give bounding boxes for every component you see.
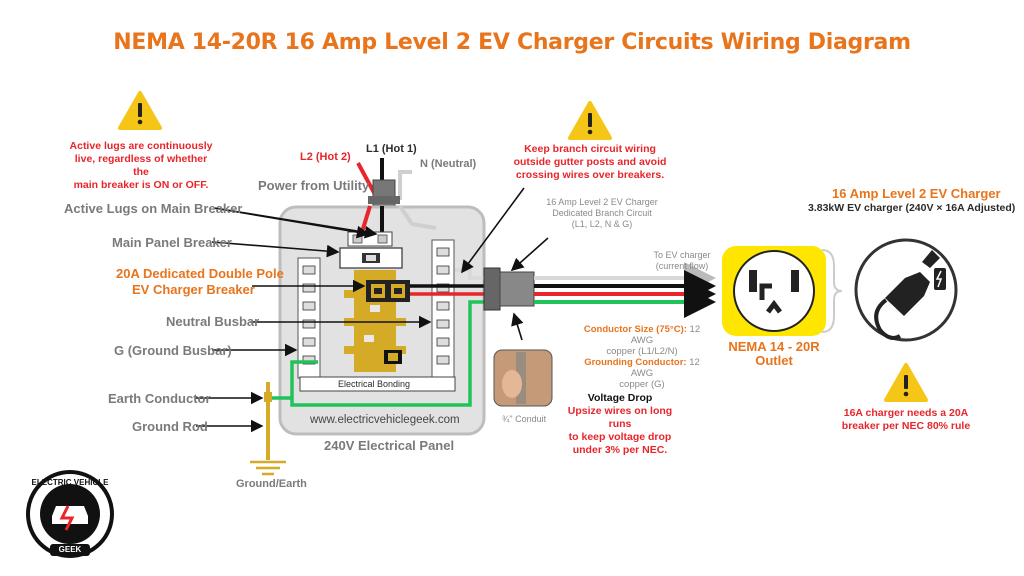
conduit-label: ¾" Conduit [501,414,547,424]
charger-title: 16 Amp Level 2 EV Charger [832,186,1001,201]
l1-hot-label: L1 (Hot 1) [366,143,417,155]
website-label: www.electricvehiclegeek.com [310,414,460,426]
warning-icon-left [118,91,162,130]
electric-vehicle-geek-logo [26,470,114,558]
conductor-size-label: Conductor Size (75°C): 12 AWG copper (L1… [583,324,701,390]
active-lugs-label: Active Lugs on Main Breaker [64,201,243,216]
main-panel-breaker-label: Main Panel Breaker [112,235,232,250]
ground-earth-label: Ground/Earth [236,478,307,490]
electrical-bonding-label: Electrical Bonding [338,379,411,389]
ev-charger-icon [854,238,958,342]
diagram-title: NEMA 14-20R 16 Amp Level 2 EV Charger Ci… [113,30,911,55]
ground-symbol [250,460,286,476]
earth-conductor-label: Earth Conductor [108,391,211,406]
charger-subtitle: 3.83kW EV charger (240V × 16A Adjusted) [808,202,1016,214]
to-ev-charger-label: To EV charger(current flow) [653,250,711,271]
ground-wire-internal [290,300,492,407]
neutral-busbar-label: Neutral Busbar [166,314,260,329]
warning-icon-right [884,363,928,402]
l2-hot-label: L2 (Hot 2) [300,151,351,163]
ground-rod-label: Ground Rod [132,419,208,434]
logo-text-bottom: GEEK [58,545,82,554]
conduit-fitting [483,267,501,311]
neutral-label: N (Neutral) [420,158,477,170]
ev-breaker-label-line2: EV Charger Breaker [132,282,255,297]
electrical-bonding-bar [299,376,456,392]
power-from-utility-label: Power from Utility [258,178,370,193]
ground-busbar-label: G (Ground Busbar) [114,343,232,358]
logo-text-top: ELECTRIC VEHICLE [31,478,109,487]
ev-breaker-label-line1: 20A Dedicated Double Pole [116,266,284,281]
panel-name-label: 240V Electrical Panel [324,438,455,453]
warning-icon-middle [568,101,612,140]
nema-14-20r-outlet [722,246,826,336]
